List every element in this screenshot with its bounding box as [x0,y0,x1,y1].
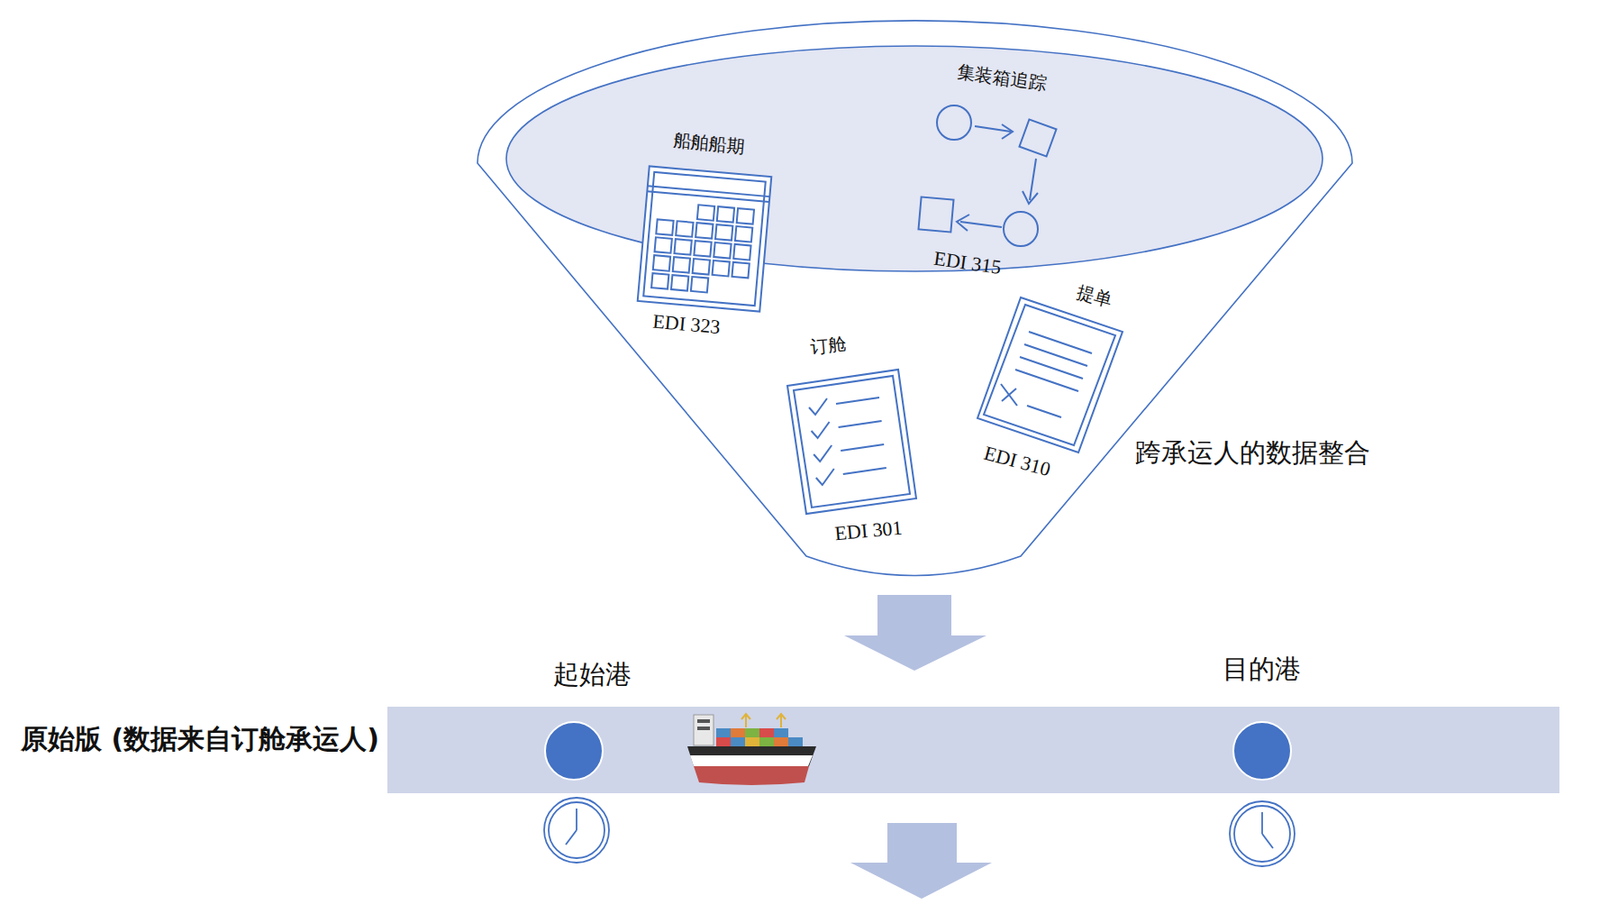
down-arrow [844,594,987,671]
funnel-caption: 跨承运人的数据整合 [1135,438,1371,468]
port-label: 起始港 [553,660,632,690]
ship [687,713,817,785]
route-band [387,706,1560,793]
funnel [477,20,1353,576]
clock-icon [1229,800,1295,866]
down-arrow [850,822,992,899]
tracking-icon [918,105,1056,246]
calendar-icon [637,165,773,311]
booking-document [787,369,917,514]
funnel-mouth [506,45,1323,272]
origin-port-dot [545,721,603,780]
section-title: 订舱 [809,333,847,356]
destination-port-dot [1233,721,1291,780]
bill-of-lading-document [977,297,1123,453]
port-label: 目的港 [1222,654,1301,684]
row-label: 原始版 (数据来自订舱承运人) [20,723,380,754]
clock-icon [544,797,610,863]
